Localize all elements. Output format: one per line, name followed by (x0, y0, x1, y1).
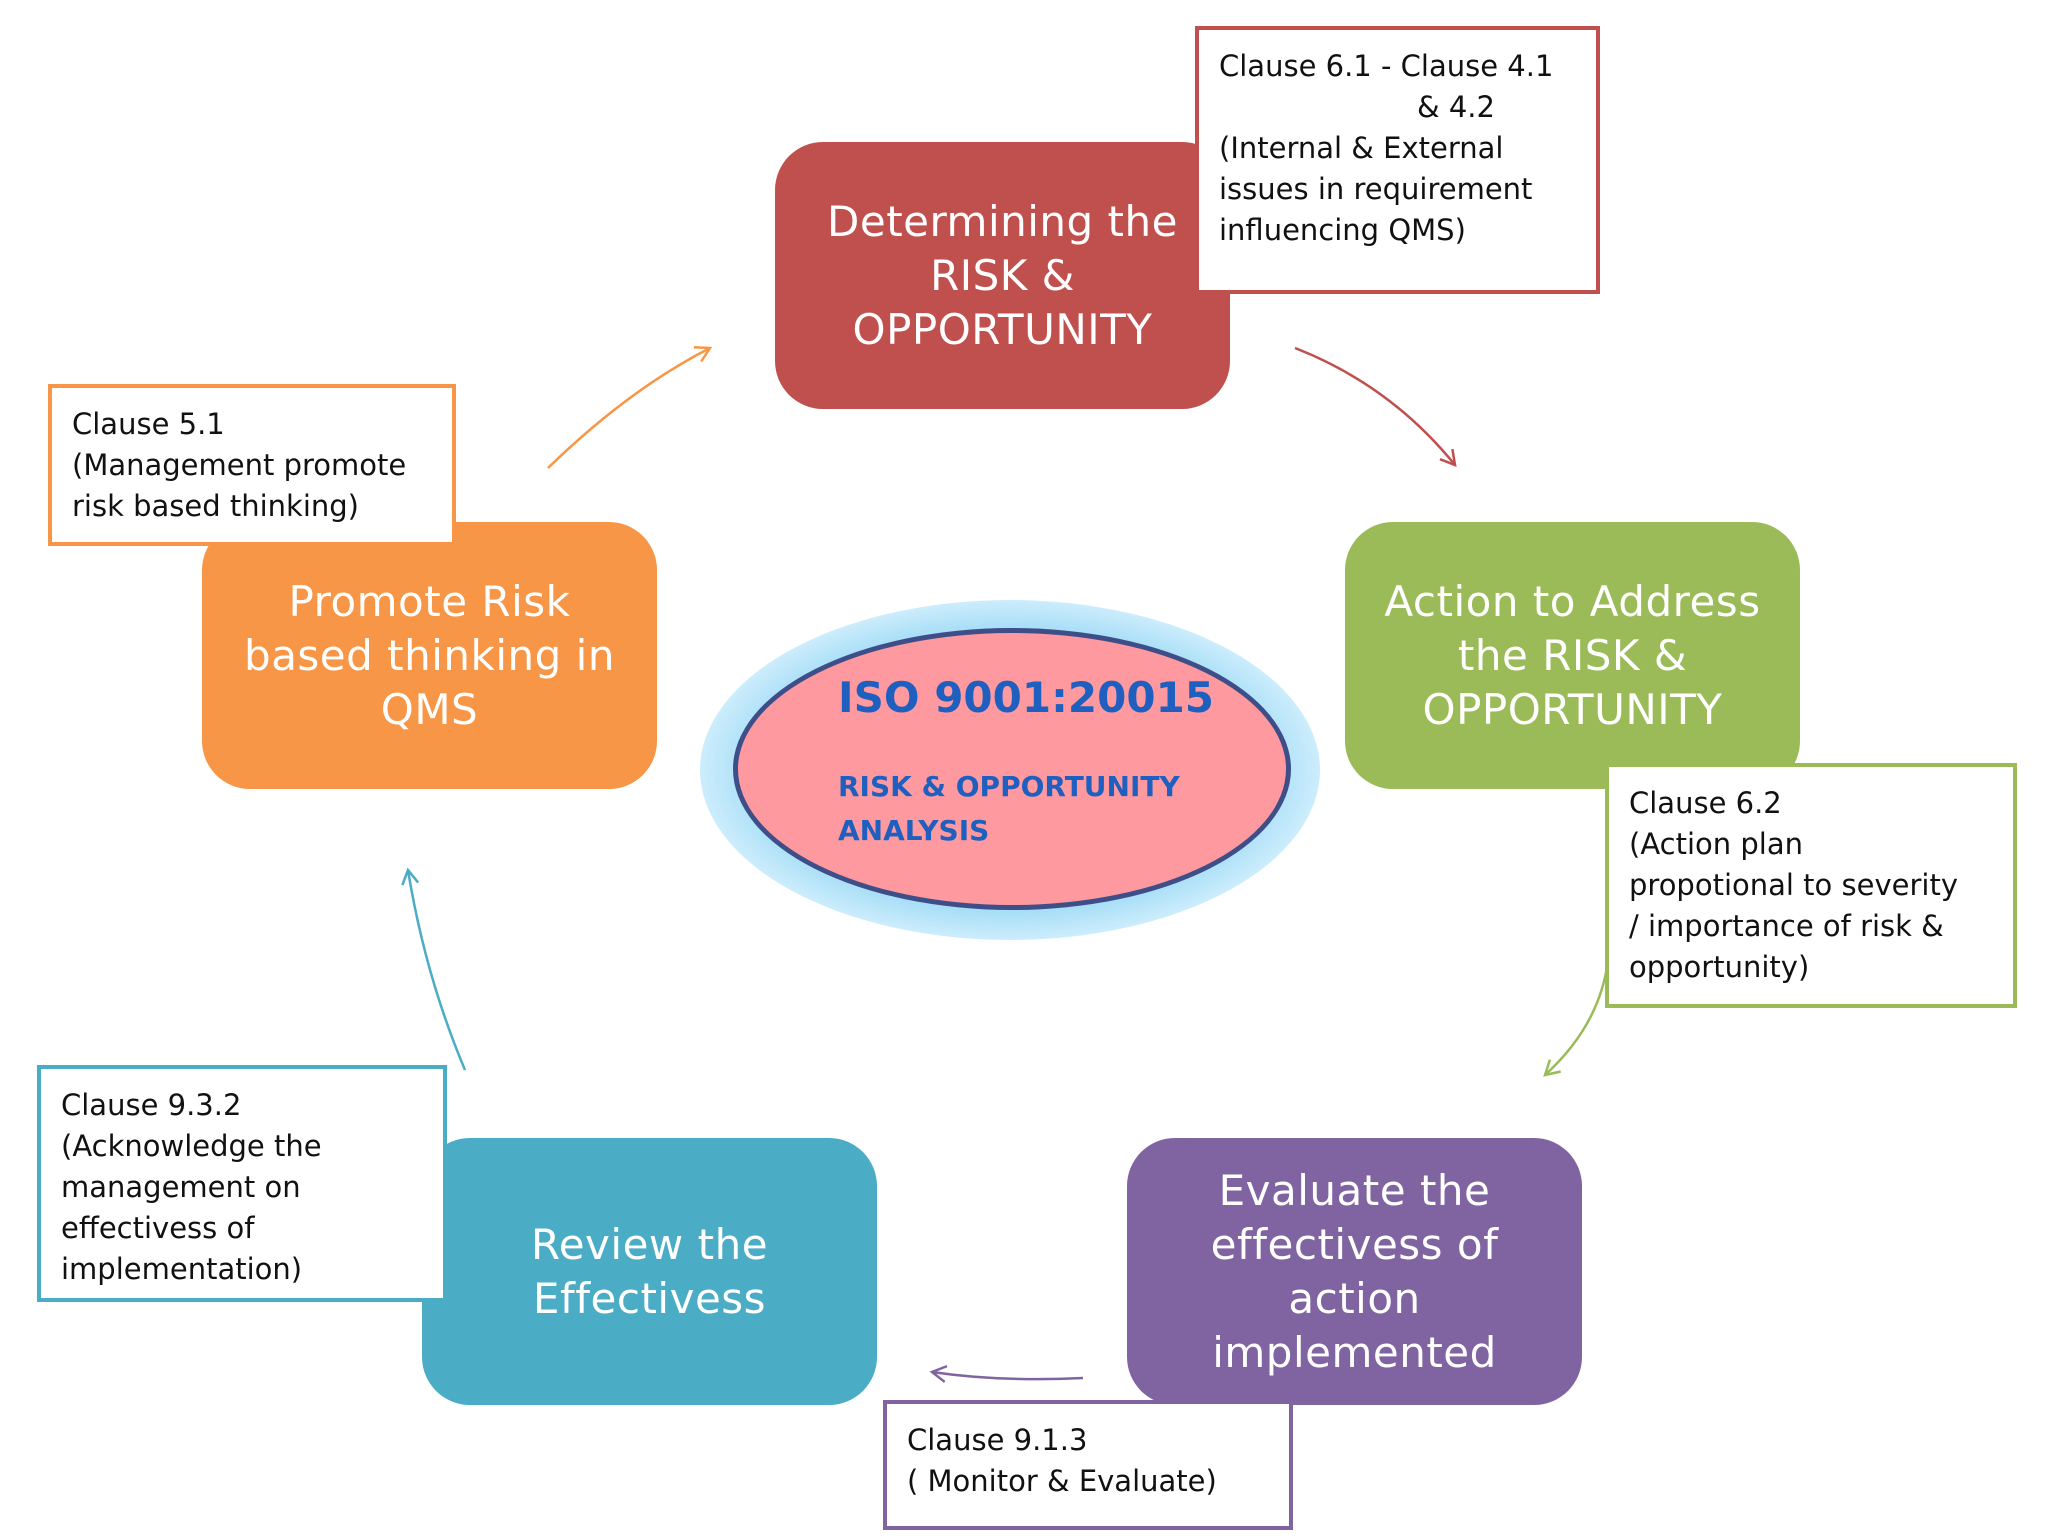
clause-9-3-2-box: Clause 9.3.2 (Acknowledge the management… (37, 1065, 447, 1302)
stage-line: Evaluate the (1218, 1165, 1491, 1215)
stage-line: action (1288, 1273, 1421, 1323)
clause-line: implementation) (61, 1252, 303, 1286)
stage-line: the RISK & (1457, 630, 1688, 680)
clause-line: opportunity) (1629, 950, 1810, 984)
arrow-evaluate-to-review (929, 1364, 1084, 1383)
stage-line: Determining the (827, 196, 1178, 246)
center-subtitle-line1: RISK & OPPORTUNITY (838, 770, 1180, 803)
stage-promote-risk: Promote Risk based thinking in QMS (202, 522, 657, 789)
clause-line: ( Monitor & Evaluate) (907, 1464, 1217, 1498)
clause-line: Clause 9.1.3 (907, 1423, 1088, 1457)
clause-line: Clause 6.1 - Clause 4.1 (1219, 49, 1554, 83)
stage-review-effectiveness: Review the Effectivess (422, 1138, 877, 1405)
clause-line: (Acknowledge the (61, 1129, 322, 1163)
clause-line: influencing QMS) (1219, 213, 1466, 247)
stage-line: RISK & (930, 250, 1075, 300)
stage-line: Action to Address (1384, 576, 1761, 626)
stage-line: Effectivess (532, 1273, 767, 1323)
stage-line: implemented (1212, 1327, 1497, 1377)
stage-line: Review the (530, 1219, 769, 1269)
clause-6-1-box: Clause 6.1 - Clause 4.1 & 4.2 (Internal … (1195, 26, 1600, 294)
stage-line: QMS (380, 684, 479, 734)
clause-line: Clause 9.3.2 (61, 1088, 242, 1122)
clause-line: & 4.2 (1417, 90, 1495, 124)
clause-line: Clause 5.1 (72, 407, 225, 441)
stage-line: OPPORTUNITY (1422, 684, 1723, 734)
clause-line: Clause 6.2 (1629, 786, 1782, 820)
stage-evaluate-effectiveness: Evaluate the effectivess of action imple… (1127, 1138, 1582, 1405)
stage-line: effectivess of (1210, 1219, 1499, 1269)
clause-5-1-box: Clause 5.1 (Management promote risk base… (48, 384, 456, 546)
center-subtitle-line2: ANALYSIS (838, 814, 990, 847)
clause-line: propotional to severity (1629, 868, 1958, 902)
stage-line: based thinking in (244, 630, 615, 680)
clause-line: issues in requirement (1219, 172, 1533, 206)
arrow-action-to-evaluate (1543, 959, 1610, 1077)
stage-line: OPPORTUNITY (852, 304, 1153, 354)
stage-action-to-address: Action to Address the RISK & OPPORTUNITY (1345, 522, 1800, 789)
arrow-review-to-promote (401, 867, 467, 1071)
center-ellipse (733, 628, 1291, 910)
arrow-promote-to-determining (547, 346, 713, 469)
clause-line: (Action plan (1629, 827, 1803, 861)
clause-line: / importance of risk & (1629, 909, 1944, 943)
clause-line: management on (61, 1170, 301, 1204)
clause-line: effectivess of (61, 1211, 255, 1245)
stage-line: Promote Risk (288, 576, 571, 626)
clause-line: (Management promote (72, 448, 407, 482)
clause-6-2-box: Clause 6.2 (Action plan propotional to s… (1605, 763, 2017, 1008)
clause-line: (Internal & External (1219, 131, 1504, 165)
arrow-determining-to-action (1294, 346, 1457, 467)
clause-9-1-3-box: Clause 9.1.3 ( Monitor & Evaluate) (883, 1400, 1293, 1530)
stage-determining-risk: Determining the RISK & OPPORTUNITY (775, 142, 1230, 409)
center-title: ISO 9001:20015 (838, 673, 1215, 722)
clause-line: risk based thinking) (72, 489, 359, 523)
